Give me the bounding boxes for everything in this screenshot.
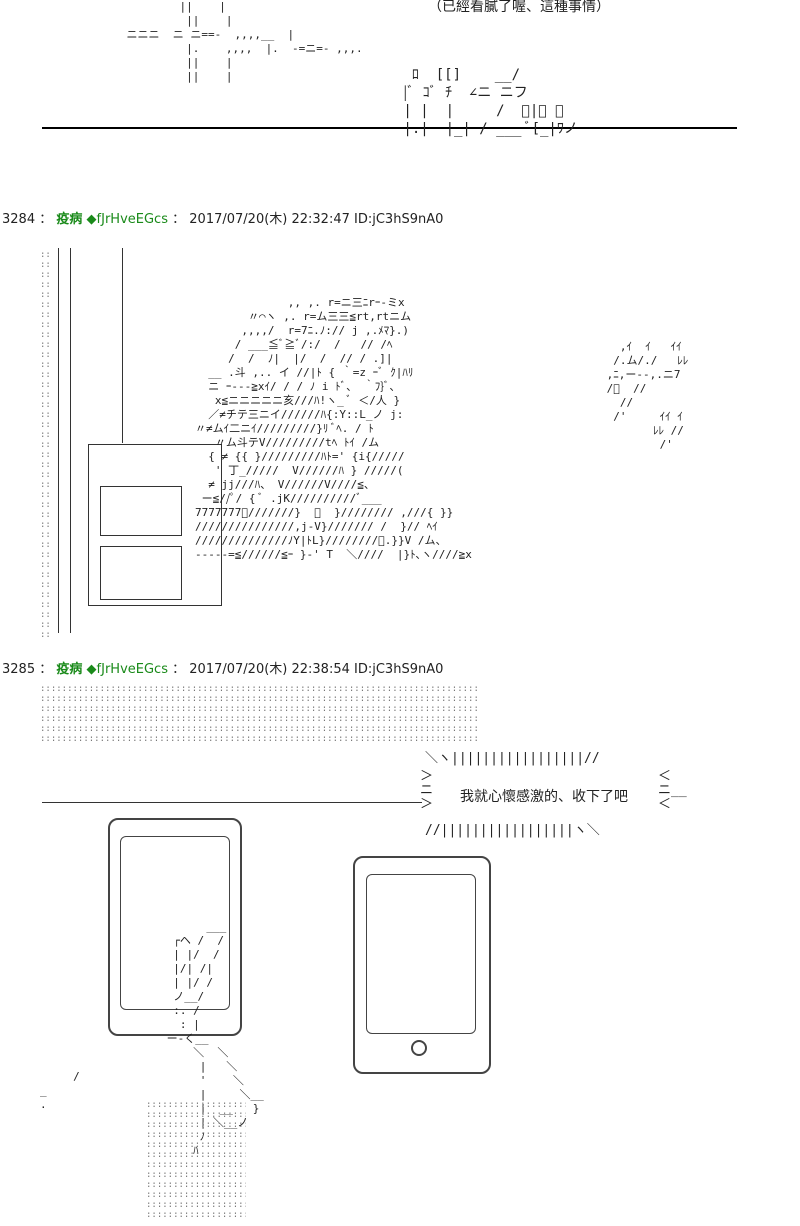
held-phone-screen xyxy=(120,836,230,1010)
top-scene-art: || | || | ニニニ ニ ニ==- ,,,,__ | |. ,,,, |.… xyxy=(126,0,363,83)
hand-art: ___ ┌ヘ / / | |/ / |/| /| | |/ / ノ__/ :. … xyxy=(166,920,264,1157)
right-rain-art: ,ｲ ｲ ｲｲ /.ム/./ ﾚﾚ ,ﾆ,ー--,.ニ7 /ﾞ // // /'… xyxy=(606,340,689,451)
post-separator: ： xyxy=(39,662,53,677)
standing-phone-screen xyxy=(366,874,476,1034)
standing-phone xyxy=(353,856,491,1074)
poster-trip: ◆fJrHveEGcs xyxy=(86,662,168,677)
cabinet-drawer xyxy=(100,486,182,536)
poster-name[interactable]: 疫病 xyxy=(56,212,83,227)
post-number[interactable]: 3285 xyxy=(2,662,36,677)
post-number[interactable]: 3284 xyxy=(2,212,36,227)
speech-text: 我就心懷感激的、收下了吧 xyxy=(460,789,628,805)
lower-arm-art: / _ . xyxy=(40,1070,80,1111)
post-id[interactable]: ID:jC3hS9nA0 xyxy=(354,662,444,677)
wall-line-3 xyxy=(122,248,123,443)
held-phone xyxy=(108,818,242,1036)
wall-line-2 xyxy=(70,248,71,633)
poster-name[interactable]: 疫病 xyxy=(56,662,83,677)
wall-line-1 xyxy=(58,248,59,633)
post-datetime: 2017/07/20(木) 22:38:54 xyxy=(189,662,350,677)
date-separator: ： xyxy=(172,662,186,677)
post-header-3285: 3285 ： 疫病 ◆fJrHveEGcs ： 2017/07/20(木) 22… xyxy=(2,662,443,678)
speech-burst-bottom: //|||||||||||||||||ヽ＼ xyxy=(425,823,600,838)
post-datetime: 2017/07/20(木) 22:32:47 xyxy=(189,212,350,227)
top-sign-art: ﾛ [[] __/ |ﾞ ｺﾞ ﾁ ∠ニ ニフ | | | / ﾞ|ﾞ ﾞ |.… xyxy=(403,67,578,137)
speech-right-mark: ＜ ニ__ ＜ xyxy=(658,769,687,812)
cabinet xyxy=(88,444,222,606)
left-wall-dots: :: :: :: :: :: :: :: :: :: :: :: :: :: :… xyxy=(40,250,51,640)
arm-shading: ::::::::::::::::::::::::::::::::::::::::… xyxy=(146,1100,246,1218)
speech-left-mark: ＞ ニ ＞ xyxy=(420,769,434,812)
date-separator: ： xyxy=(172,212,186,227)
post-separator: ： xyxy=(39,212,53,227)
dotted-background: ::::::::::::::::::::::::::::::::::::::::… xyxy=(40,684,480,744)
home-button-icon xyxy=(411,1040,427,1056)
poster-trip: ◆fJrHveEGcs xyxy=(86,212,168,227)
chat-art: ,, ,. r=ニ三ﾆrｰ-ミx 〃⌒ヽ ,. r=ム三三≦rt,rtニム ,,… xyxy=(195,296,472,561)
ground-line xyxy=(42,127,737,129)
top-caption: （已經看膩了喔、這種事情） xyxy=(428,0,610,15)
floor-line xyxy=(42,802,422,803)
cabinet-door xyxy=(100,546,182,600)
post-id[interactable]: ID:jC3hS9nA0 xyxy=(354,212,444,227)
post-header-3284: 3284 ： 疫病 ◆fJrHveEGcs ： 2017/07/20(木) 22… xyxy=(2,212,443,228)
speech-burst-top: ＼ヽ|||||||||||||||||// xyxy=(425,751,600,766)
